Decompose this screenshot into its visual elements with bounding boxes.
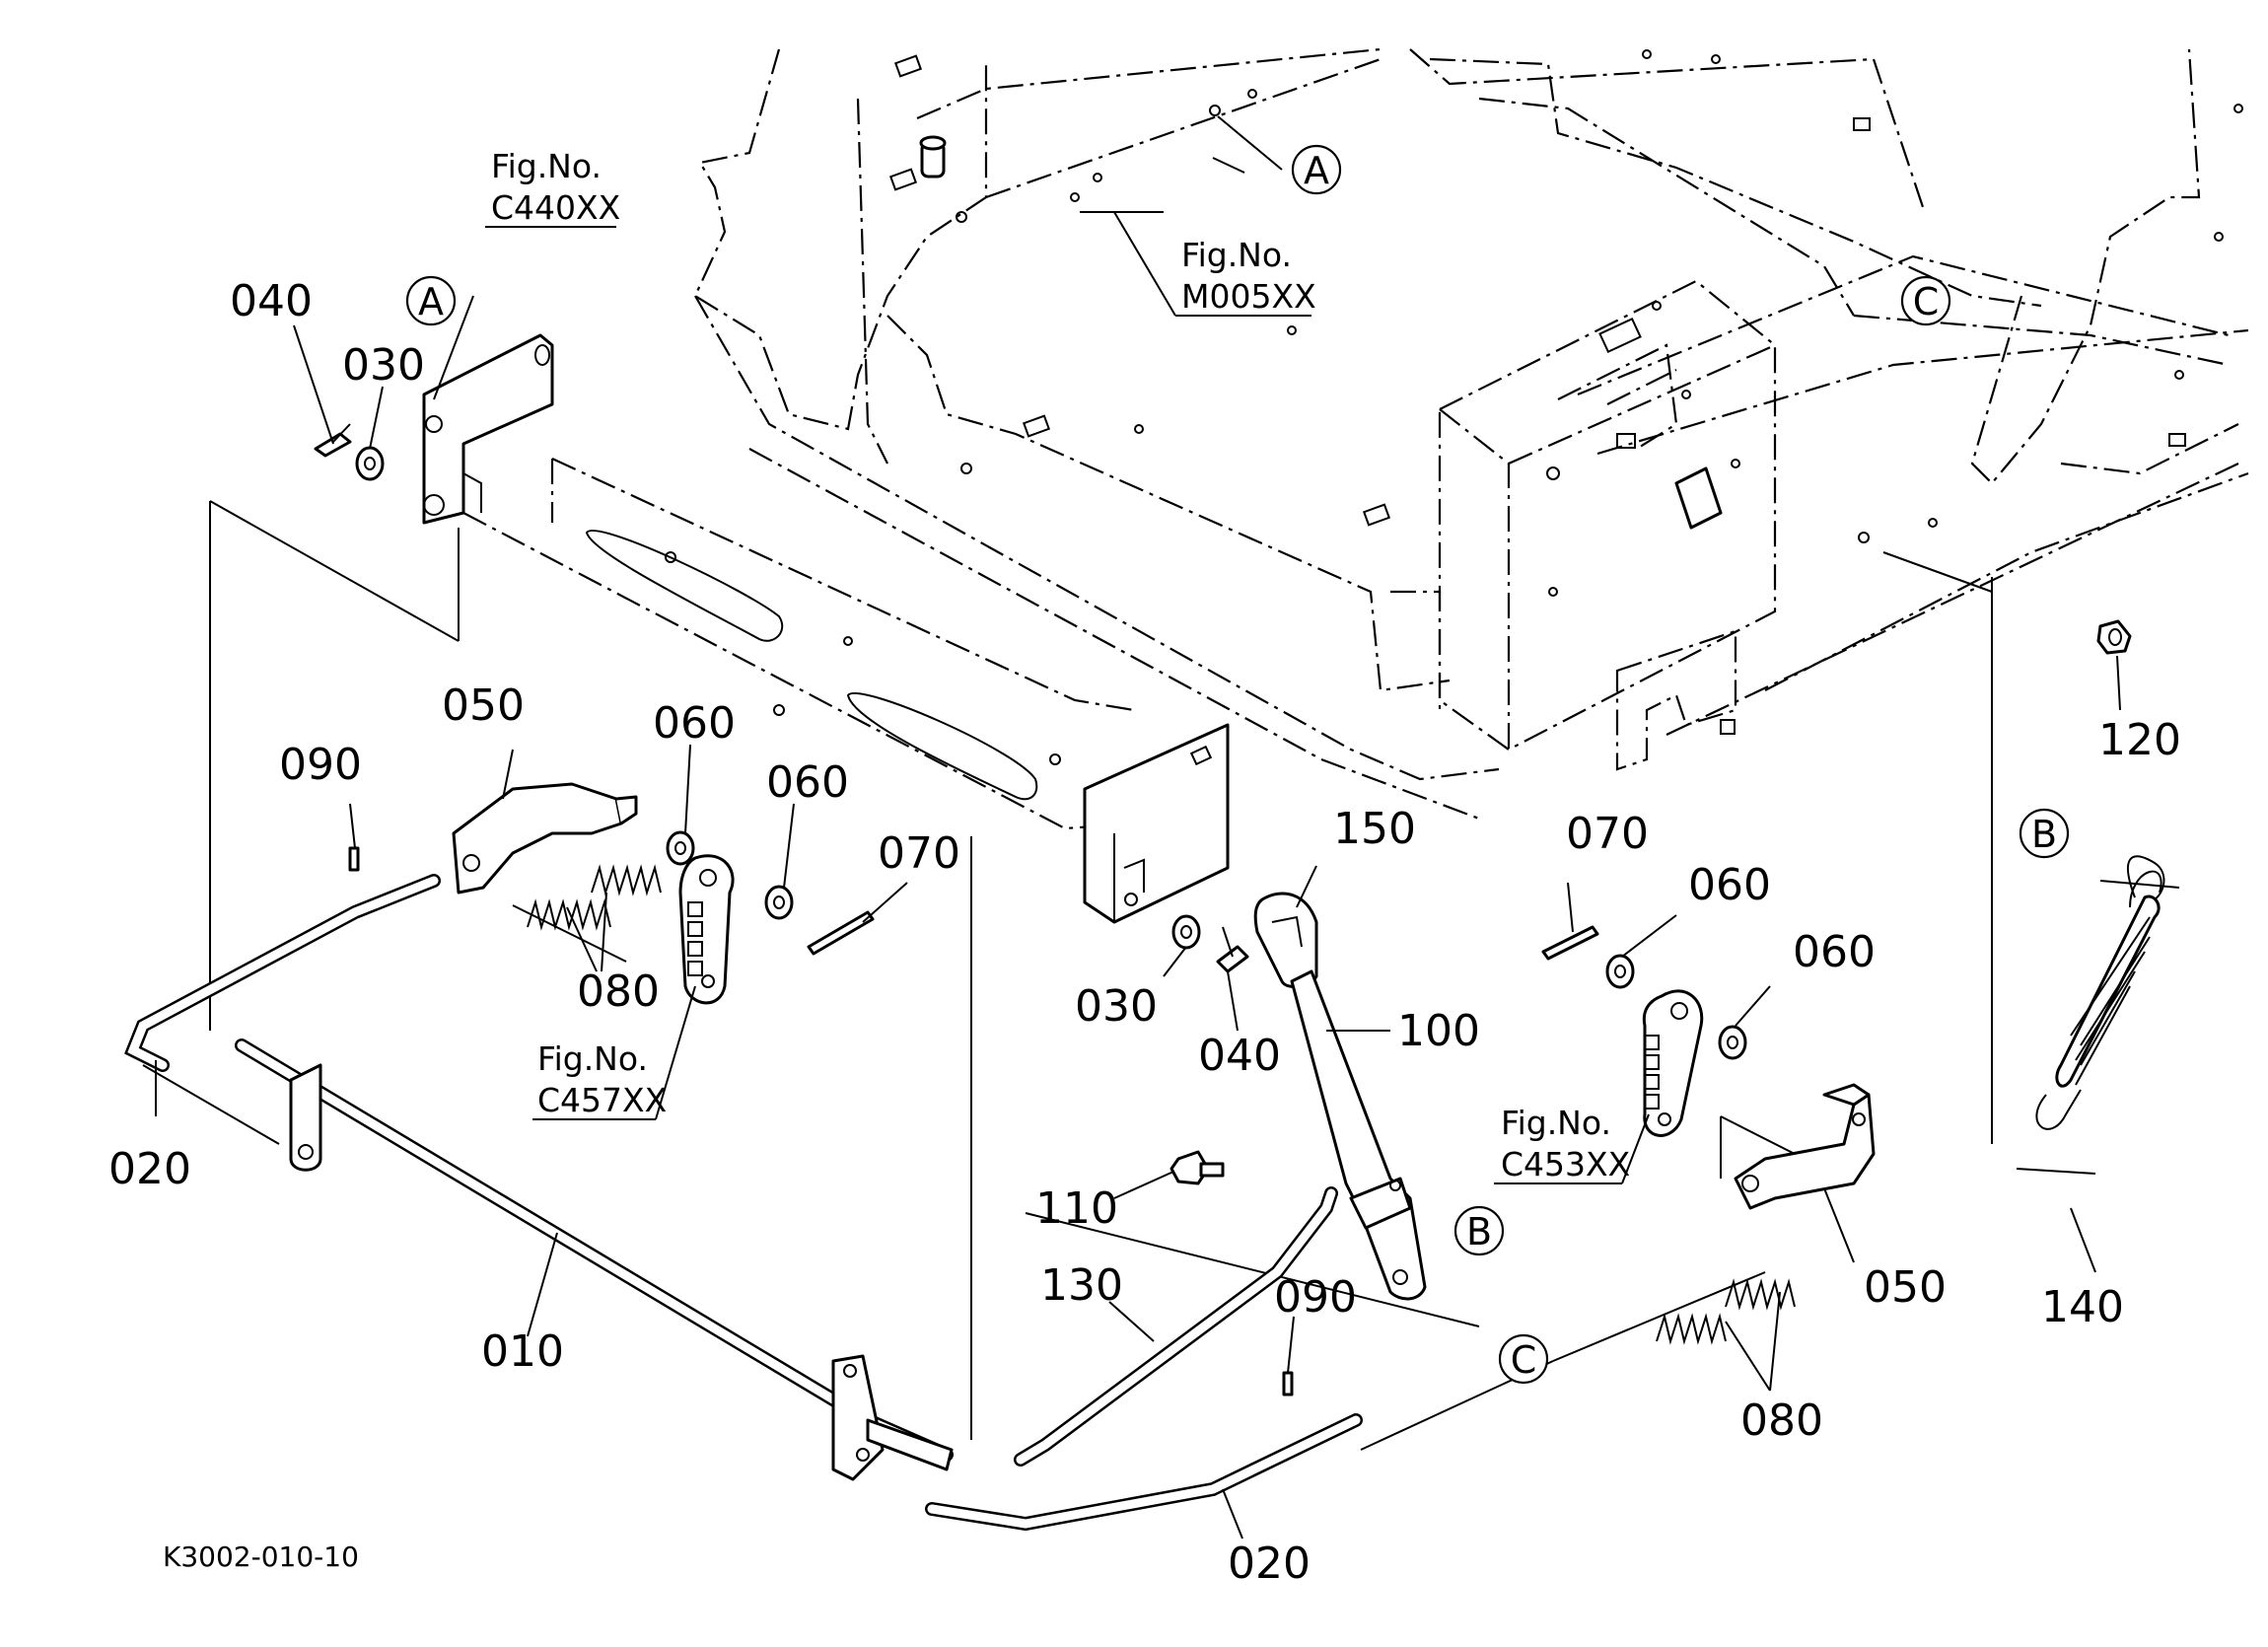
segment-plate-right — [1642, 989, 1704, 1137]
fig-ref-number: M005XX — [1181, 277, 1316, 316]
svg-text:A: A — [1304, 149, 1329, 192]
part-label-090: 090 — [279, 740, 362, 790]
part-050-bracket-right — [1734, 1083, 1876, 1210]
frame-outline — [693, 47, 2249, 821]
part-label-040: 040 — [230, 276, 313, 326]
fig-ref-number: C440XX — [491, 188, 620, 227]
svg-text:A: A — [418, 280, 444, 323]
drawing-code: K3002-010-10 — [163, 1540, 359, 1573]
part-050-bracket-left — [452, 782, 638, 895]
fig-ref-label: Fig.No. — [491, 147, 602, 185]
part-label-020: 020 — [1228, 1539, 1311, 1589]
svg-text:B: B — [2031, 813, 2057, 856]
part-130-rod — [1014, 1186, 1338, 1467]
fig-ref-number: C457XX — [537, 1081, 667, 1119]
part-label-100: 100 — [1397, 1006, 1480, 1056]
part-label-080: 080 — [577, 967, 660, 1017]
part-label-070: 070 — [1566, 809, 1649, 859]
part-label-030: 030 — [1075, 981, 1158, 1032]
part-label-030: 030 — [342, 340, 425, 391]
ref-letter-b-lever: B — [1453, 1205, 1505, 1256]
part-label-060: 060 — [766, 757, 849, 808]
part-label-050: 050 — [1864, 1262, 1947, 1313]
part-label-060: 060 — [1688, 860, 1771, 910]
mount-plate — [422, 333, 554, 525]
ref-letter-b-right: B — [2019, 808, 2070, 859]
part-label-080: 080 — [1740, 1396, 1823, 1446]
part-label-120: 120 — [2098, 715, 2181, 765]
part-080-springs-left — [527, 864, 662, 931]
ref-letter-c-upper: C — [1900, 275, 1951, 326]
part-020-rod-lower — [925, 1413, 1363, 1532]
fig-ref-label: Fig.No. — [537, 1039, 648, 1078]
ref-letter-c-lower: C — [1498, 1333, 1549, 1385]
washers — [355, 446, 1747, 1060]
part-110-bolt — [1169, 1150, 1225, 1185]
part-label-010: 010 — [481, 1326, 564, 1377]
part-080-springs-right — [1656, 1278, 1796, 1345]
part-010-rod — [235, 1038, 954, 1481]
part-label-060: 060 — [653, 698, 736, 749]
pins-090 — [348, 846, 1294, 1396]
part-label-060: 060 — [1793, 927, 1876, 977]
svg-text:B: B — [1466, 1210, 1492, 1253]
part-label-090: 090 — [1274, 1272, 1357, 1323]
control-box — [1390, 279, 1777, 771]
part-label-070: 070 — [878, 828, 960, 879]
ref-letter-a-left: A — [405, 275, 457, 326]
part-label-130: 130 — [1040, 1260, 1123, 1311]
fig-ref-c440xx: Fig.No. C440XX — [485, 147, 620, 228]
cotter-pins — [807, 910, 1599, 961]
part-label-150: 150 — [1333, 804, 1416, 854]
part-020-rod-left — [124, 874, 441, 1072]
cross-member — [462, 458, 1230, 924]
part-labels: 040 030 050 060 060 070 090 080 020 010 … — [108, 276, 2181, 1589]
svg-text:C: C — [1511, 1338, 1537, 1382]
part-120-nut — [2096, 619, 2132, 655]
fig-ref-label: Fig.No. — [1501, 1104, 1611, 1142]
ref-letter-a-upper: A — [1291, 144, 1342, 195]
part-100-lever — [1290, 969, 1427, 1301]
part-label-140: 140 — [2041, 1282, 2124, 1332]
part-label-050: 050 — [442, 680, 525, 731]
fig-ref-number: C453XX — [1501, 1145, 1630, 1183]
part-label-040: 040 — [1198, 1031, 1281, 1081]
fig-ref-c453xx: Fig.No. C453XX — [1494, 1104, 1650, 1184]
part-140-spring — [2016, 855, 2180, 1175]
part-label-020: 020 — [108, 1144, 191, 1194]
svg-text:C: C — [1913, 280, 1940, 323]
fig-ref-c457xx: Fig.No. C457XX — [532, 985, 696, 1120]
part-label-110: 110 — [1035, 1183, 1118, 1234]
fig-ref-label: Fig.No. — [1181, 236, 1292, 274]
fig-ref-m005xx: Fig.No. M005XX — [1113, 211, 1316, 317]
leader-lines — [155, 115, 2121, 1540]
segment-plate-left — [678, 854, 735, 1005]
